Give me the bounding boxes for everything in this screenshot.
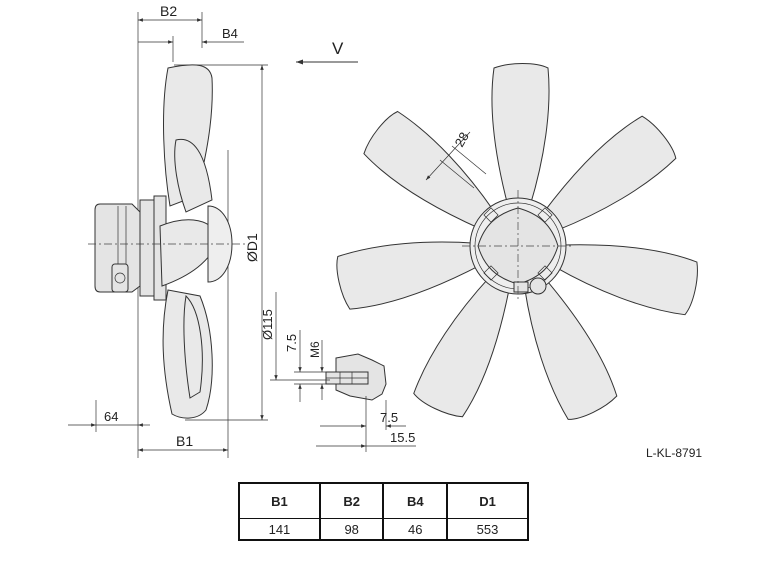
dim-b4-label: B4 <box>222 26 238 41</box>
table-header-d1: D1 <box>446 482 529 519</box>
dim-7-5-horizontal-label: 7.5 <box>380 410 398 425</box>
dim-7-5-vertical-label: 7.5 <box>284 334 299 352</box>
table-cell-d1: 553 <box>446 518 529 541</box>
front-view: 28 <box>336 63 698 420</box>
front-blade <box>413 276 511 418</box>
view-arrow: V <box>296 39 358 65</box>
front-blade <box>336 241 482 310</box>
table-header-b4: B4 <box>382 482 449 519</box>
dim-28-label: 28 <box>452 129 472 149</box>
table-row: 141 98 46 553 <box>238 518 529 541</box>
view-label: V <box>332 39 344 58</box>
table-cell-b2: 98 <box>318 518 385 541</box>
dim-b1-label: B1 <box>176 433 193 449</box>
front-blade <box>363 110 495 230</box>
dim-15-5-label: 15.5 <box>390 430 415 445</box>
dim-64-label: 64 <box>104 409 118 424</box>
table-header-b1: B1 <box>238 482 321 519</box>
front-cable-gland <box>529 277 547 295</box>
front-blade <box>491 63 550 207</box>
dim-d1-label: ØD1 <box>244 233 260 262</box>
side-view: B2 B4 ØD1 64 B1 <box>68 3 268 458</box>
front-blade <box>523 277 618 420</box>
front-blade <box>553 244 698 316</box>
table-header-b2: B2 <box>318 482 385 519</box>
cable-gland <box>111 263 129 293</box>
table-header-row: B1 B2 B4 D1 <box>238 482 529 519</box>
table-cell-b4: 46 <box>382 518 449 541</box>
mounting-detail: Ø115 7.5 M6 7.5 15.5 <box>260 292 416 452</box>
drawing-id: L-KL-8791 <box>646 446 702 460</box>
table-cell-b1: 141 <box>238 518 321 541</box>
front-blade <box>542 115 677 232</box>
dim-115-label: Ø115 <box>260 309 275 340</box>
dimension-table: B1 B2 B4 D1 141 98 46 553 <box>238 482 529 541</box>
dim-m6-label: M6 <box>308 341 322 358</box>
dim-b2-label: B2 <box>160 3 177 19</box>
